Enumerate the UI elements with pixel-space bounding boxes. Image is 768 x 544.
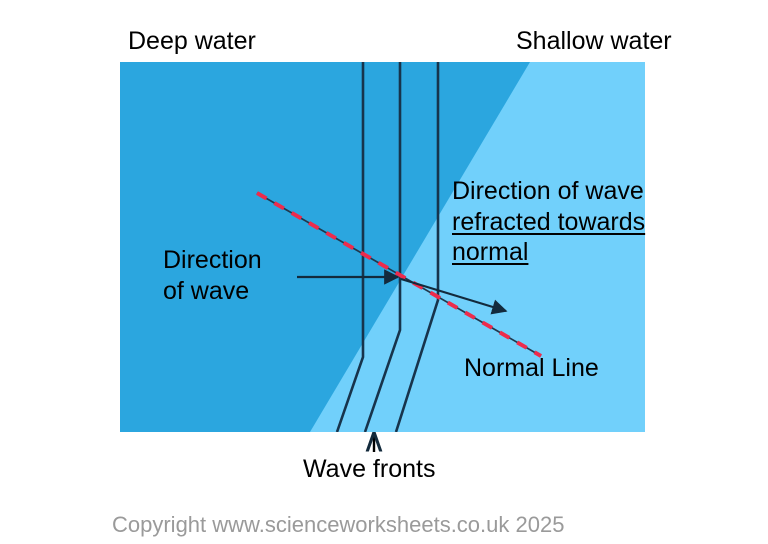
wave-front-line bbox=[335, 62, 365, 432]
shallow-water-region bbox=[310, 62, 645, 432]
wave-front-line bbox=[363, 62, 402, 432]
refracted-direction-line1: Direction of wave bbox=[452, 177, 644, 205]
wave-front-line bbox=[394, 62, 440, 432]
deep-water-label: Deep water bbox=[128, 27, 256, 55]
shallow-water-label: Shallow water bbox=[516, 27, 672, 55]
refracted-ray-arrow bbox=[400, 277, 508, 315]
incident-direction-line2: of wave bbox=[163, 276, 250, 305]
wave-front-group bbox=[335, 62, 440, 432]
refracted-direction-line3: normal bbox=[452, 238, 529, 266]
copyright-text: Copyright www.scienceworksheets.co.uk 20… bbox=[112, 512, 565, 537]
normal-line-label: Normal Line bbox=[464, 354, 599, 382]
wave-fronts-label: Wave fronts bbox=[303, 455, 436, 483]
incident-direction-line1: Direction bbox=[163, 246, 262, 274]
refracted-direction-line2: refracted towards bbox=[452, 207, 646, 236]
